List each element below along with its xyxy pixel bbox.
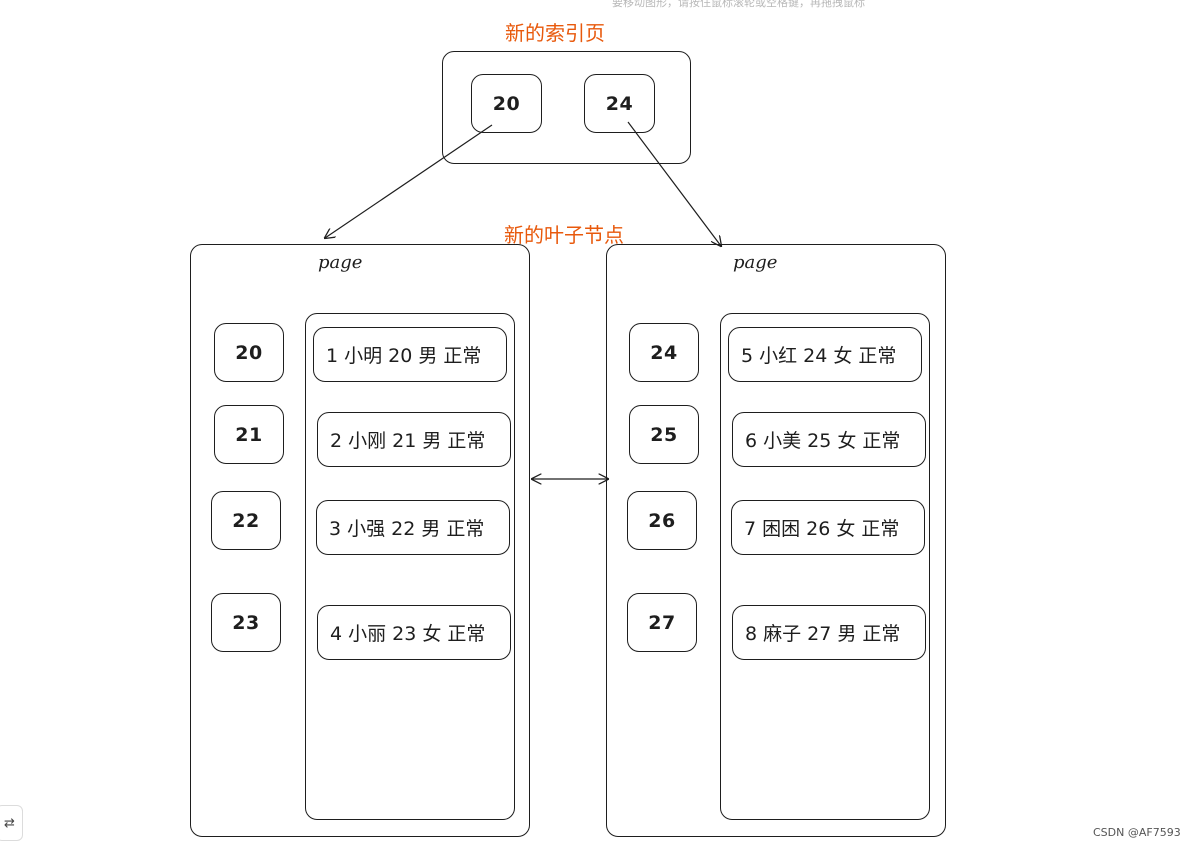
leaf-page-right-label: page xyxy=(733,252,778,273)
index-key-20[interactable]: 20 xyxy=(471,74,542,133)
index-key-24[interactable]: 24 xyxy=(584,74,655,133)
leaf-left-row-2[interactable]: 2 小刚 21 男 正常 xyxy=(317,412,511,467)
undo-redo-icon[interactable]: ⇄ xyxy=(0,805,23,841)
leaf-left-key-21[interactable]: 21 xyxy=(214,405,284,464)
leaf-right-row-8[interactable]: 8 麻子 27 男 正常 xyxy=(732,605,926,660)
index-page-title: 新的索引页 xyxy=(505,21,605,45)
leaf-page-right[interactable] xyxy=(606,244,946,837)
leaf-page-left-label: page xyxy=(318,252,363,273)
canvas-hint: 要移动图形，请按住鼠标滚轮或空格键，再拖拽鼠标 xyxy=(612,0,865,9)
leaf-right-row-7[interactable]: 7 困困 26 女 正常 xyxy=(731,500,925,555)
leaf-right-row-6[interactable]: 6 小美 25 女 正常 xyxy=(732,412,926,467)
pointer-arrow-24[interactable] xyxy=(627,121,721,246)
leaf-right-key-25[interactable]: 25 xyxy=(629,405,699,464)
leaf-node-title: 新的叶子节点 xyxy=(504,223,624,247)
index-page[interactable] xyxy=(442,51,691,164)
leaf-left-row-4[interactable]: 4 小丽 23 女 正常 xyxy=(317,605,511,660)
leaf-left-key-23[interactable]: 23 xyxy=(211,593,281,652)
leaf-left-row-3[interactable]: 3 小强 22 男 正常 xyxy=(316,500,510,555)
leaf-right-key-24[interactable]: 24 xyxy=(629,323,699,382)
pointer-arrow-20[interactable] xyxy=(325,124,493,238)
watermark: CSDN @AF7593 xyxy=(1093,826,1181,839)
leaf-left-record-area xyxy=(305,313,515,820)
leaf-right-key-27[interactable]: 27 xyxy=(627,593,697,652)
leaf-right-row-5[interactable]: 5 小红 24 女 正常 xyxy=(728,327,922,382)
leaf-right-record-area xyxy=(720,313,930,820)
leaf-left-row-1[interactable]: 1 小明 20 男 正常 xyxy=(313,327,507,382)
leaf-page-left[interactable] xyxy=(190,244,530,837)
leaf-left-key-20[interactable]: 20 xyxy=(214,323,284,382)
leaf-left-key-22[interactable]: 22 xyxy=(211,491,281,550)
leaf-right-key-26[interactable]: 26 xyxy=(627,491,697,550)
